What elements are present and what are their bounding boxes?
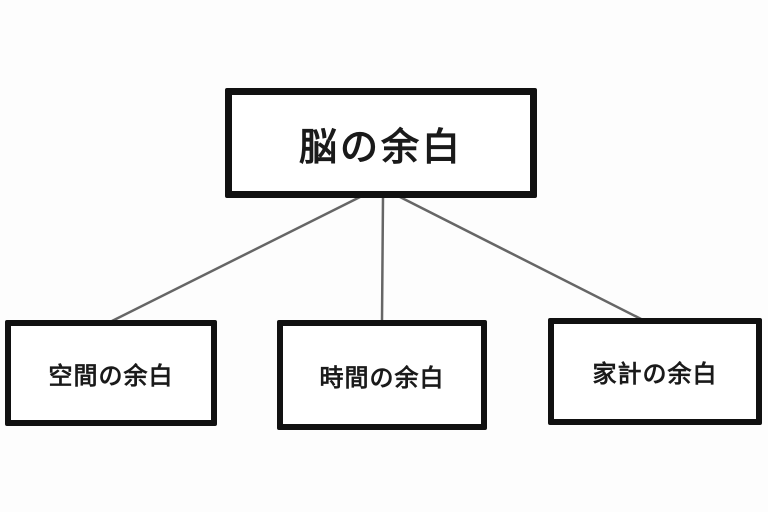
child-node-space-label: 空間の余白 bbox=[48, 362, 174, 390]
connector-root-to-time bbox=[380, 195, 385, 323]
child-node-household-label: 家計の余白 bbox=[592, 361, 718, 388]
root-node-brain-margin: 脳の余白 bbox=[225, 88, 537, 198]
child-node-space-margin: 空間の余白 bbox=[5, 320, 217, 426]
child-node-household-margin: 家計の余白 bbox=[548, 318, 762, 425]
connector-root-to-space bbox=[110, 195, 362, 323]
child-node-time-label: 時間の余白 bbox=[319, 364, 445, 392]
root-node-label: 脳の余白 bbox=[298, 126, 463, 169]
connector-root-to-household bbox=[398, 195, 643, 321]
child-node-time-margin: 時間の余白 bbox=[277, 320, 487, 430]
